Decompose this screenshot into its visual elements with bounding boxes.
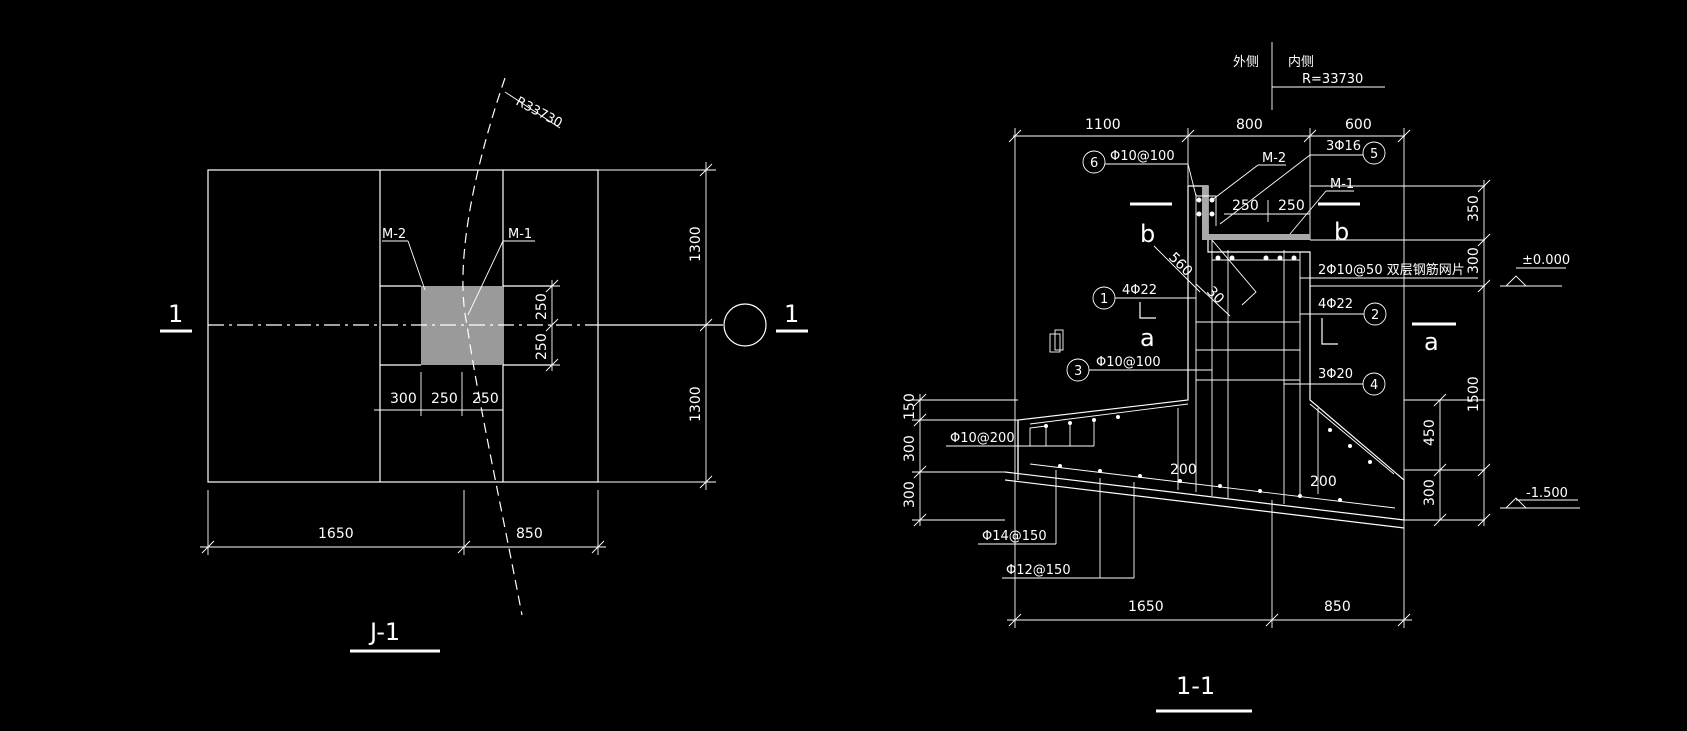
rebar-label-12-150: Φ12@150 — [1006, 563, 1071, 578]
base-bottom-line — [1004, 471, 1405, 521]
dim-pier-b: 250 — [431, 391, 458, 407]
label-outer-side: 外侧 — [1233, 55, 1259, 70]
plan-title: J-1 — [368, 618, 400, 646]
axis-bubble — [723, 303, 767, 347]
label-m1: M-1 — [508, 227, 532, 242]
section-view: 外侧 内侧 R=33730 1100 800 600 — [902, 42, 1580, 713]
svg-text:4: 4 — [1370, 378, 1378, 393]
rebar-dots — [1044, 197, 1372, 502]
plan-radius-label: R33730 — [513, 94, 565, 131]
level-marker — [1505, 275, 1527, 287]
dim-right-a: 350 — [1466, 195, 1482, 222]
callout-6 — [1082, 150, 1106, 174]
dim-right-d: 450 — [1422, 419, 1438, 446]
mesh-label: 2Φ10@50 双层钢筋网片 — [1318, 262, 1465, 278]
dim-top-c: 600 — [1345, 117, 1372, 133]
rebar-label-4: 3Φ20 — [1318, 367, 1353, 382]
section-radius-label: R=33730 — [1302, 72, 1363, 87]
svg-text:2: 2 — [1371, 308, 1379, 323]
dim-pier-bottom: 250 — [534, 333, 550, 360]
section-mark-left: 1 — [168, 300, 183, 328]
svg-text:6: 6 — [1090, 156, 1098, 171]
curve-arc — [462, 77, 523, 616]
rebar-label-3: Φ10@100 — [1096, 355, 1161, 370]
level-top: ±0.000 — [1522, 253, 1570, 268]
footing-outline — [207, 169, 599, 483]
dim-pier-c: 250 — [472, 391, 499, 407]
dim-200-left: 200 — [1170, 462, 1197, 478]
svg-text:3: 3 — [1074, 364, 1082, 379]
wall-left-face — [1017, 186, 1189, 480]
dim-pier-a: 300 — [390, 391, 417, 407]
steel-plate-m2 — [1202, 186, 1208, 236]
section-mark-right: 1 — [784, 300, 799, 328]
steel-plate-m1 — [1202, 234, 1310, 240]
svg-text:5: 5 — [1370, 147, 1378, 162]
svg-text:1: 1 — [1100, 292, 1108, 307]
dim-200-right: 200 — [1310, 474, 1337, 490]
dim-top-b: 800 — [1236, 117, 1263, 133]
label-inner-side: 内侧 — [1288, 54, 1314, 70]
dim-pier-top: 250 — [534, 293, 550, 320]
dim-right-b: 300 — [1466, 247, 1482, 274]
dim-plan-right-bottom: 1300 — [688, 386, 704, 422]
dim-top-a: 1100 — [1085, 117, 1121, 133]
dim-plan-bottom-left: 1650 — [318, 526, 354, 542]
label-section-m2: M-2 — [1262, 151, 1286, 166]
dim-plan-bottom-right: 850 — [516, 526, 543, 542]
dim-left-c: 300 — [902, 481, 918, 508]
dim-bottom-a: 1650 — [1128, 599, 1164, 615]
rebar-label-14-150: Φ14@150 — [982, 529, 1047, 544]
level-marker — [1505, 497, 1527, 509]
cut-mark-b-left: b — [1140, 220, 1155, 248]
section-title: 1-1 — [1176, 672, 1215, 700]
dim-30: 30 — [1203, 284, 1227, 308]
dim-right-c: 1500 — [1466, 376, 1482, 412]
plan-view: R33730 1 1 M-2 M-1 1300 1300 250 250 — [160, 77, 808, 653]
dim-bottom-b: 850 — [1324, 599, 1351, 615]
dim-right-e: 300 — [1422, 479, 1438, 506]
cut-mark-a-left: a — [1140, 324, 1155, 352]
dim-plan-right-top: 1300 — [688, 226, 704, 262]
dim-250-a: 250 — [1232, 198, 1259, 214]
rebar-label-6: Φ10@100 — [1110, 149, 1175, 164]
dim-560: 560 — [1165, 250, 1195, 280]
label-section-m1: M-1 — [1330, 177, 1354, 192]
dim-left-b: 300 — [902, 435, 918, 462]
callout-5 — [1362, 141, 1386, 165]
rebar-label-2: 4Φ22 — [1318, 297, 1353, 312]
label-m2: M-2 — [382, 227, 406, 242]
cut-mark-a-right: a — [1424, 328, 1439, 356]
dim-250-b: 250 — [1278, 198, 1305, 214]
dim-left-a: 150 — [902, 393, 918, 420]
rebar-label-5: 3Φ16 — [1326, 139, 1361, 154]
rebar-label-10-200: Φ10@200 — [950, 431, 1015, 446]
rebar-label-1: 4Φ22 — [1122, 283, 1157, 298]
cut-mark-b-right: b — [1334, 218, 1349, 246]
level-bottom: -1.500 — [1526, 486, 1568, 501]
